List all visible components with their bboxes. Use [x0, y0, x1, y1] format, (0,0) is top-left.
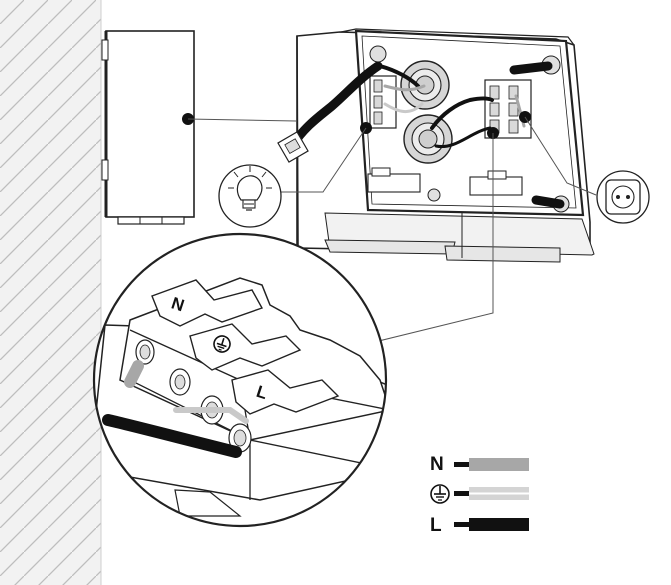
light-bulb-icon	[218, 164, 282, 228]
callout-line-zoom	[345, 133, 494, 350]
callout-line-light	[281, 127, 367, 193]
legend-stub-earth	[454, 491, 469, 496]
socket-icon	[596, 170, 650, 224]
terminal-label-earth-icon	[213, 335, 231, 353]
callout-line-socket	[524, 116, 597, 196]
legend-swatch-live	[469, 518, 529, 531]
enclosure-side-view	[101, 30, 195, 225]
legend-stub-neutral	[454, 462, 469, 467]
wire-legend: N L	[430, 454, 529, 536]
cable-clamps	[367, 167, 523, 196]
callout-line-side	[187, 118, 297, 122]
terminal-block-left	[369, 75, 397, 129]
terminal-label-neutral: N	[169, 294, 187, 316]
wall-hatching	[0, 0, 102, 585]
legend-label-neutral: N	[430, 454, 444, 475]
legend-stub-live	[454, 522, 469, 527]
box-wiring	[287, 61, 565, 209]
legend-label-live: L	[430, 515, 442, 536]
earth-symbol-icon	[430, 484, 450, 504]
terminal-zoom-detail	[92, 232, 388, 528]
wire-connector	[277, 131, 309, 163]
legend-swatch-neutral	[469, 458, 529, 471]
